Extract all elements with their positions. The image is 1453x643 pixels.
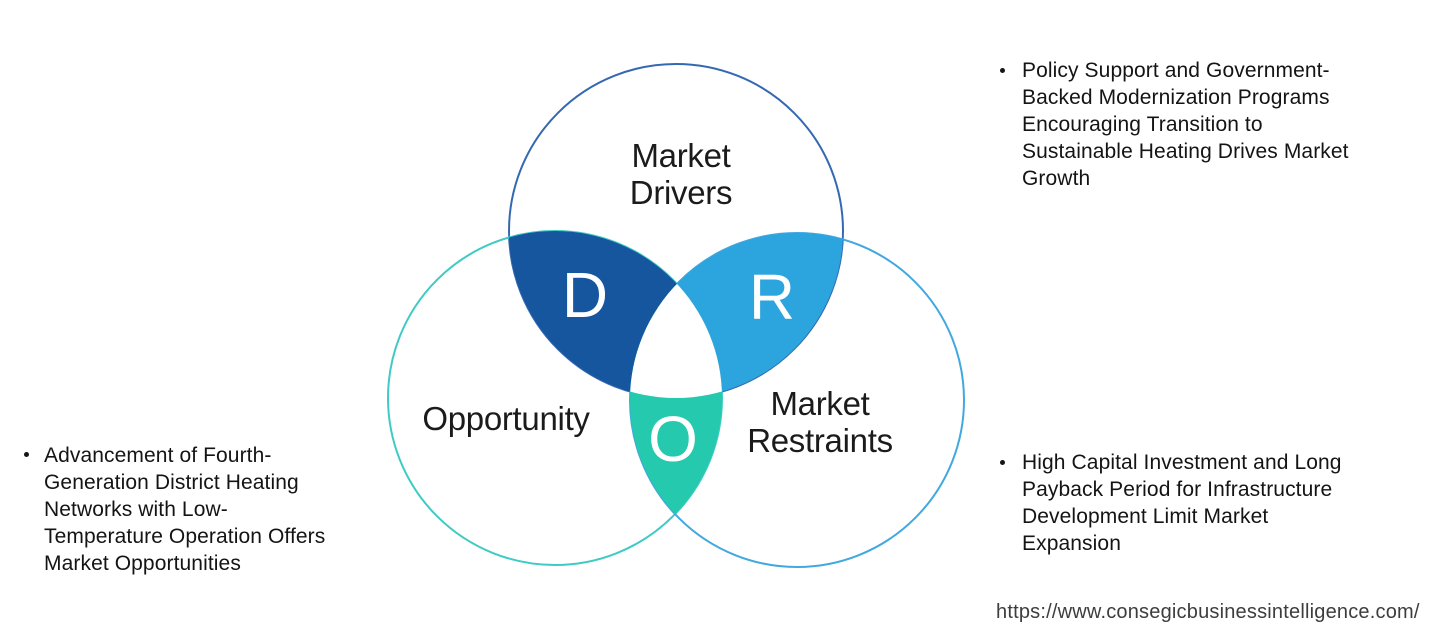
drivers-restraints-lens [630, 233, 843, 398]
drivers-opportunity-lens [509, 231, 722, 398]
drivers-bullet-text: Policy Support and Government- Backed Mo… [1022, 59, 1349, 190]
letter-d: D [562, 259, 608, 331]
bullet-icon [1000, 460, 1005, 465]
bullet-icon [24, 452, 29, 457]
restraints-bullet: High Capital Investment and Long Payback… [1000, 449, 1422, 557]
drivers-bullet: Policy Support and Government- Backed Mo… [1000, 57, 1422, 192]
letter-r: R [749, 261, 795, 333]
bullet-icon [1000, 68, 1005, 73]
drivers-overlap-group [509, 231, 843, 398]
source-url-link[interactable]: https://www.consegicbusinessintelligence… [996, 601, 1420, 623]
opportunity-bullet-text: Advancement of Fourth- Generation Distri… [44, 444, 326, 575]
opportunity-bullet: Advancement of Fourth- Generation Distri… [24, 442, 384, 577]
restraints-bullet-text: High Capital Investment and Long Payback… [1022, 451, 1342, 555]
opportunity-label: Opportunity [422, 400, 590, 437]
drivers-label: Market Drivers [629, 137, 733, 211]
letter-o: O [648, 403, 698, 475]
restraints-label: Market Restraints [747, 385, 893, 459]
